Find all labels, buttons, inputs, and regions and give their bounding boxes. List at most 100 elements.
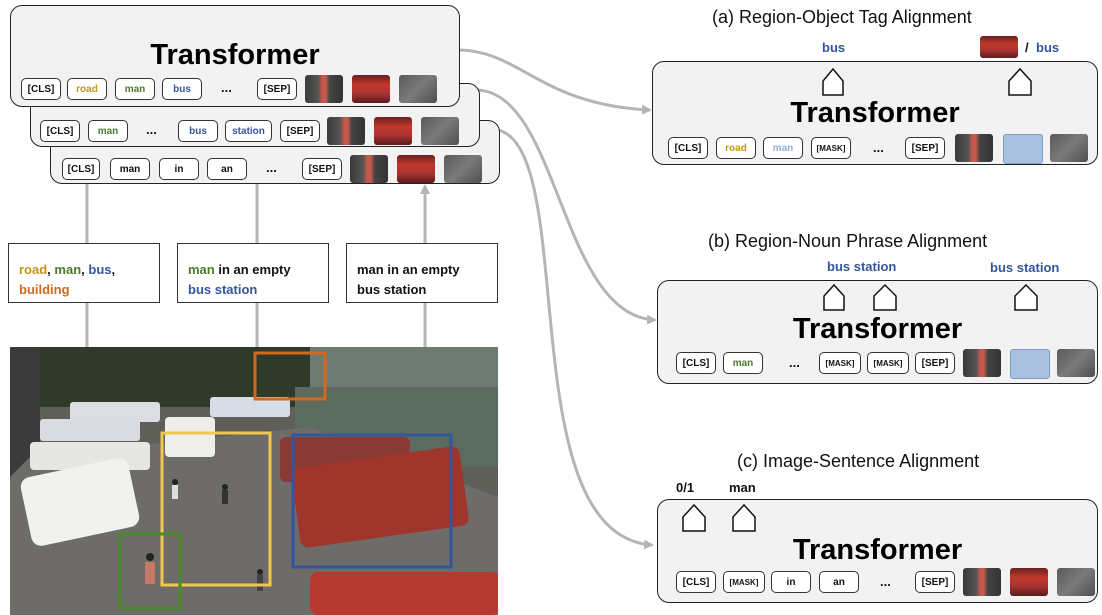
panel-a-label-left: bus	[822, 40, 846, 55]
panel-c-image-token-bus	[1010, 568, 1048, 596]
phrase-rest: in an empty	[214, 262, 291, 277]
row2-token-bus: bus	[178, 120, 218, 142]
panel-a-label-image-token	[980, 36, 1018, 58]
row3-image-token-bus	[397, 155, 435, 183]
row2-image-token-person	[327, 117, 365, 145]
row1-token-cls: [CLS]	[21, 78, 61, 100]
arrow-to-panel-c	[497, 128, 654, 550]
panel-c-head-right	[732, 503, 756, 532]
panel-c-token-in: in	[771, 571, 811, 593]
tag-sep-1: ,	[47, 262, 55, 277]
panel-a-token-mask: [MASK]	[811, 137, 851, 159]
tag-bus: bus	[88, 262, 112, 277]
phrase-bus-station: bus station	[188, 282, 258, 297]
panel-b-ellipsis: ...	[789, 355, 800, 370]
tag-sep-3: ,	[111, 262, 116, 277]
row2-token-sep: [SEP]	[280, 120, 320, 142]
panel-a-label-slash: /	[1025, 40, 1029, 55]
row3-token-sep: [SEP]	[302, 158, 342, 180]
panel-a-output-heads	[822, 67, 1032, 96]
panel-a-token-cls: [CLS]	[668, 137, 708, 159]
panel-b-token-cls: [CLS]	[676, 352, 716, 374]
panel-c-title: Transformer	[792, 534, 963, 566]
panel-a-head-left	[822, 67, 844, 96]
panel-b-image-token-person	[963, 349, 1001, 377]
row1-image-token-road	[399, 75, 437, 103]
panel-b-token-sep: [SEP]	[915, 352, 955, 374]
panel-c-token-an: an	[819, 571, 859, 593]
text-box-sentence: man in an empty bus station	[346, 243, 498, 303]
panel-c-token-cls: [CLS]	[676, 571, 716, 593]
bbox-building	[253, 351, 327, 401]
row2-image-token-bus	[374, 117, 412, 145]
panel-c-ellipsis: ...	[880, 574, 891, 589]
row2-token-man: man	[88, 120, 128, 142]
tag-sep-2: ,	[81, 262, 89, 277]
row1-token-road: road	[67, 78, 107, 100]
panel-a-image-token-person	[955, 134, 993, 162]
panel-b-token-mask-1: [MASK]	[819, 352, 861, 374]
row3-token-in: in	[159, 158, 199, 180]
row3-token-an: an	[207, 158, 247, 180]
bbox-road	[160, 431, 272, 587]
row1-token-man: man	[115, 78, 155, 100]
text-box-noun-phrases: man in an empty bus station	[177, 243, 329, 303]
row1-ellipsis: ...	[221, 80, 232, 95]
panel-c-head-left	[682, 503, 706, 532]
phrase-man: man	[188, 262, 215, 277]
row3-image-token-person	[350, 155, 388, 183]
panel-a-title: Transformer	[790, 97, 960, 129]
left-transformer-title: Transformer	[150, 39, 320, 71]
panel-b-head-1	[823, 283, 845, 311]
panel-a-image-token-masked	[1003, 134, 1043, 164]
arrow-to-panel-b	[477, 88, 657, 325]
row3-token-cls: [CLS]	[62, 158, 100, 180]
tag-building: building	[19, 282, 70, 297]
bbox-bus	[291, 433, 453, 569]
panel-c-image-token-road	[1057, 568, 1095, 596]
panel-a-image-token-road	[1050, 134, 1088, 162]
row2-ellipsis: ...	[146, 122, 157, 137]
bus-station-photo	[10, 347, 498, 615]
row2-image-token-road	[421, 117, 459, 145]
row3-ellipsis: ...	[266, 160, 277, 175]
sentence-line-2: bus station	[357, 282, 427, 297]
panel-b-head-3	[1014, 283, 1038, 311]
row1-image-token-person	[305, 75, 343, 103]
row3-image-token-road	[444, 155, 482, 183]
bbox-man	[118, 532, 182, 610]
panel-c-image-token-person	[963, 568, 1001, 596]
panel-b-token-man: man	[723, 352, 763, 374]
row2-token-station: station	[225, 120, 272, 142]
arrow-to-panel-a	[457, 48, 652, 115]
text-box-object-tags: road, man, bus, building	[8, 243, 160, 303]
panel-b-token-mask-2: [MASK]	[867, 352, 909, 374]
panel-b-image-token-road	[1057, 349, 1095, 377]
panel-b-head-2	[873, 283, 897, 311]
panel-a-token-road: road	[716, 137, 756, 159]
panel-a-caption: (a) Region-Object Tag Alignment	[712, 7, 972, 27]
panel-c-label-right: man	[729, 480, 756, 495]
row1-token-bus: bus	[162, 78, 202, 100]
panel-a-token-man: man	[763, 137, 803, 159]
sentence-line-1: man in an empty	[357, 262, 460, 277]
row1-token-sep: [SEP]	[257, 78, 297, 100]
panel-c-token-mask: [MASK]	[723, 571, 765, 593]
panel-c-token-sep: [SEP]	[915, 571, 955, 593]
panel-b-caption: (b) Region-Noun Phrase Alignment	[708, 231, 988, 251]
panel-c-label-left: 0/1	[676, 480, 695, 495]
panel-c-output-heads	[682, 503, 756, 532]
panel-b-image-token-masked	[1010, 349, 1050, 379]
panel-b-title: Transformer	[792, 313, 963, 345]
panel-a-token-sep: [SEP]	[905, 137, 945, 159]
panel-b-label-left: bus station	[827, 259, 897, 274]
tag-man: man	[54, 262, 82, 277]
panel-c-caption: (c) Image-Sentence Alignment	[737, 451, 980, 471]
row3-token-man: man	[110, 158, 150, 180]
row2-token-cls: [CLS]	[40, 120, 80, 142]
panel-a-head-right	[1008, 67, 1032, 96]
panel-a-ellipsis: ...	[873, 140, 884, 155]
row1-image-token-bus	[352, 75, 390, 103]
tag-road: road	[19, 262, 48, 277]
